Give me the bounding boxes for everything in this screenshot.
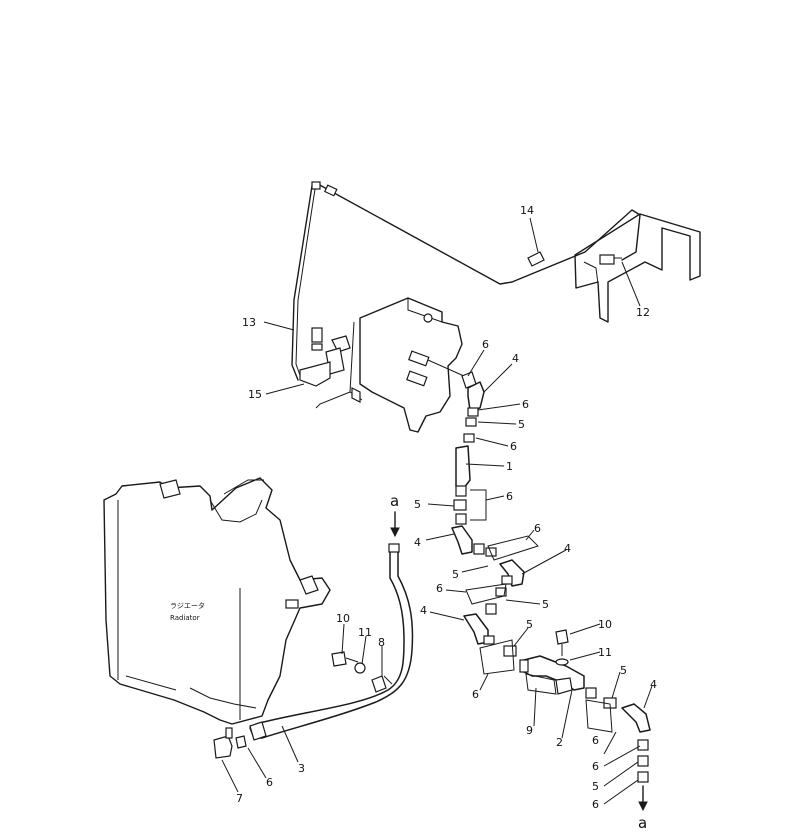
callout-4: 4 <box>564 542 571 555</box>
callout-10: 10 <box>598 618 612 631</box>
radiator-body <box>103 477 331 725</box>
callout-6: 6 <box>472 688 479 701</box>
callout-5: 5 <box>542 598 549 611</box>
callout-15: 15 <box>248 388 262 401</box>
callout-9: 9 <box>526 724 533 737</box>
callout-1: 1 <box>506 460 513 473</box>
callout-13: 13 <box>242 316 256 329</box>
hose-chain <box>451 371 651 783</box>
drain-fitting <box>213 727 247 759</box>
callout-4: 4 <box>414 536 421 549</box>
callout-11: 11 <box>358 626 372 639</box>
callout-6: 6 <box>482 338 489 351</box>
callout-6: 6 <box>266 776 273 789</box>
callout-5: 5 <box>592 780 599 793</box>
callout-6: 6 <box>592 734 599 747</box>
callout-4: 4 <box>420 604 427 617</box>
callout-4: 4 <box>650 678 657 691</box>
arrow-a-top-label: a <box>390 492 399 510</box>
callout-7: 7 <box>236 792 243 805</box>
callout-3: 3 <box>298 762 305 775</box>
callout-6: 6 <box>534 522 541 535</box>
callout-6: 6 <box>510 440 517 453</box>
callout-10: 10 <box>336 612 350 625</box>
radiator-en-label: Radiator <box>170 614 200 622</box>
callout-6: 6 <box>592 798 599 811</box>
callout-5: 5 <box>452 568 459 581</box>
callout-6: 6 <box>522 398 529 411</box>
arrow-a-bottom <box>638 785 648 812</box>
callout-8: 8 <box>378 636 385 649</box>
callout-numbers: 14 12 13 15 6 4 6 5 6 1 5 6 4 6 4 5 6 5 … <box>236 204 657 811</box>
callout-6: 6 <box>506 490 513 503</box>
valve-block <box>299 297 465 433</box>
callout-4: 4 <box>512 352 519 365</box>
callout-6: 6 <box>436 582 443 595</box>
callout-5: 5 <box>620 664 627 677</box>
leader-lines <box>221 217 653 805</box>
callout-12: 12 <box>636 306 650 319</box>
callout-11: 11 <box>598 646 612 659</box>
callout-6: 6 <box>592 760 599 773</box>
bolt-washer-left <box>331 651 366 674</box>
callout-2: 2 <box>556 736 563 749</box>
arrow-a-top <box>390 511 400 538</box>
hose-3 <box>249 543 414 741</box>
bracket-right <box>527 213 701 323</box>
group-brackets <box>465 489 613 733</box>
radiator-jp-label: ラジエータ <box>170 601 205 610</box>
arrow-a-bottom-label: a <box>638 814 647 832</box>
upper-line-assembly <box>291 181 641 381</box>
callout-5: 5 <box>414 498 421 511</box>
callout-5: 5 <box>526 618 533 631</box>
callout-5: 5 <box>518 418 525 431</box>
callout-14: 14 <box>520 204 534 217</box>
